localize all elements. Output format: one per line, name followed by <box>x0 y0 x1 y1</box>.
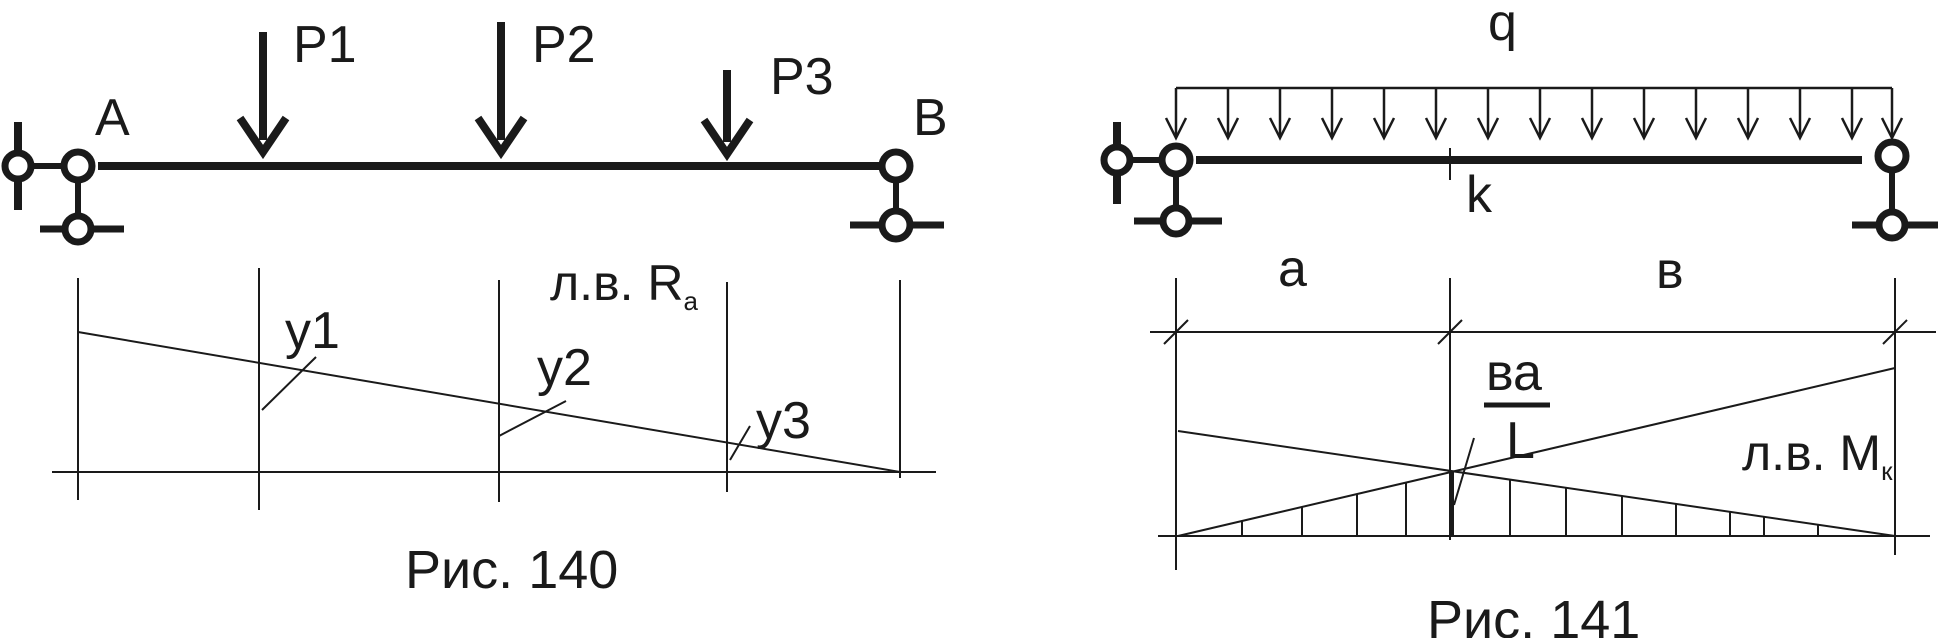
support-a-symbol <box>1 122 124 246</box>
q-load-arrow <box>1372 88 1396 141</box>
q-load-arrow <box>1528 88 1552 141</box>
q-load-arrow <box>1684 88 1708 141</box>
label-ordinate-y3: y3 <box>756 392 811 450</box>
label-ordinate-y2: y2 <box>537 339 592 397</box>
label-support-b: B <box>913 89 948 147</box>
q-load-arrow <box>1736 88 1760 141</box>
q-load-arrow <box>1840 88 1864 141</box>
q-load-arrow <box>1320 88 1344 141</box>
label-load-q: q <box>1488 0 1517 52</box>
load-arrow-p2 <box>474 22 528 160</box>
label-support-a: A <box>95 89 130 147</box>
distributed-load-q <box>1164 86 1904 141</box>
label-influence-mk-sub: к <box>1881 456 1893 486</box>
label-influence-ra-sub: a <box>684 286 699 316</box>
q-load-arrow <box>1164 88 1188 141</box>
caption-figure-141: Рис. 141 <box>1427 590 1640 638</box>
label-load-p1: P1 <box>293 16 357 74</box>
label-section-k: k <box>1466 166 1493 224</box>
q-load-arrow <box>1476 88 1500 141</box>
q-load-arrow <box>1580 88 1604 141</box>
support-left-141-symbol <box>1100 122 1222 238</box>
q-load-arrow <box>1268 88 1292 141</box>
label-fraction-numerator: ва <box>1486 344 1542 402</box>
label-influence-ra-main: л.в. R <box>550 255 684 311</box>
figure-141 <box>1100 86 1938 570</box>
support-b-symbol <box>850 148 944 243</box>
q-load-arrow <box>1632 88 1656 141</box>
label-fraction-denominator: L <box>1506 412 1535 470</box>
support-right-141-symbol <box>1852 138 1938 242</box>
influence-line-ra <box>52 268 936 510</box>
label-influence-mk-main: л.в. M <box>1742 425 1881 481</box>
q-load-arrow <box>1216 88 1240 141</box>
q-load-arrow <box>1880 88 1904 141</box>
label-influence-ra: л.в. Ra <box>550 255 699 316</box>
q-load-arrow <box>1424 88 1448 141</box>
caption-figure-140: Рис. 140 <box>405 540 618 600</box>
figure-140 <box>1 22 944 510</box>
label-load-p2: P2 <box>532 16 596 74</box>
label-influence-mk: л.в. Mк <box>1742 425 1893 486</box>
load-arrow-p3 <box>700 70 754 162</box>
load-arrow-p1 <box>236 32 290 160</box>
label-dimension-a: a <box>1278 240 1307 298</box>
influence-line-mk <box>1158 367 1930 537</box>
q-load-arrow <box>1788 88 1812 141</box>
label-load-p3: P3 <box>770 48 834 106</box>
label-ordinate-y1: y1 <box>285 302 340 360</box>
label-dimension-b: в <box>1656 242 1684 300</box>
